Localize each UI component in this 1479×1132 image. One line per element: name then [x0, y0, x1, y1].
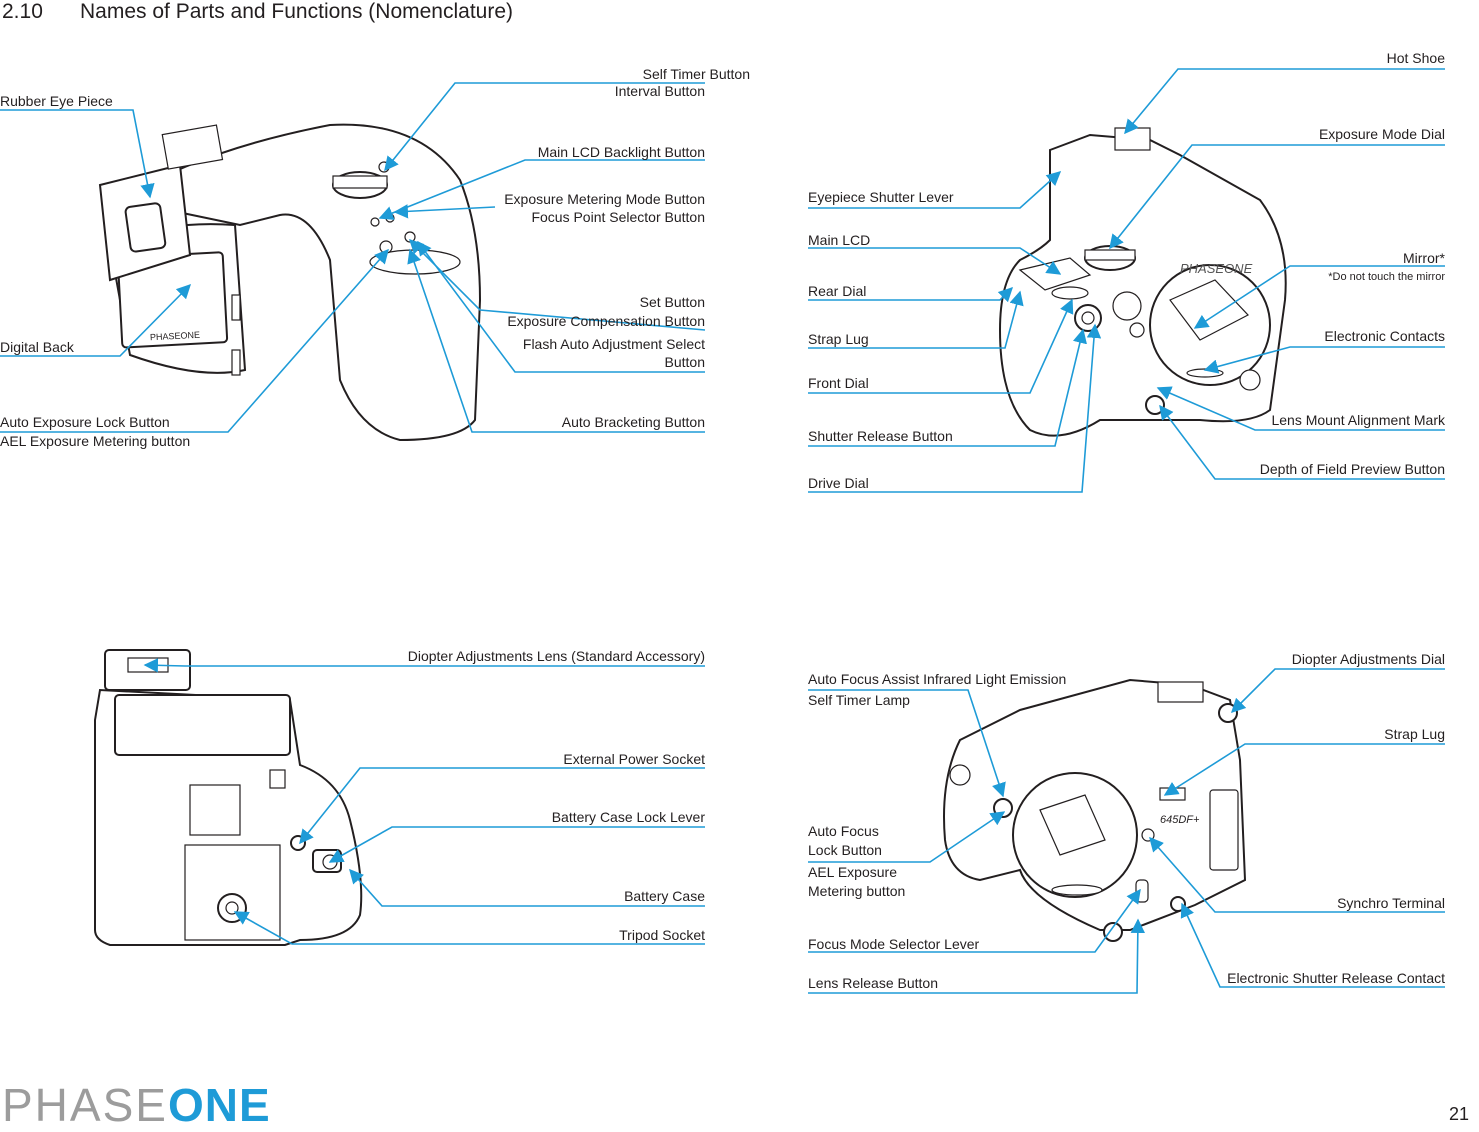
page-number: 21: [1448, 1104, 1469, 1124]
label-diopter-adjustments-lens: Diopter Adjustments Lens (Standard Acces…: [407, 648, 705, 664]
camera-side-view: [943, 678, 1247, 942]
camera-battery-view: [94, 649, 363, 946]
label-tripod-socket: Tripod Socket: [619, 927, 705, 943]
label-mirror-note: *Do not touch the mirror: [1328, 271, 1445, 283]
camera-brand-marking: PHASEONE: [149, 329, 201, 343]
logo-text-bold: ONE: [167, 1079, 271, 1131]
label-main-lcd-backlight-button: Main LCD Backlight Button: [537, 144, 705, 160]
camera-model-marking: 645DF+: [1160, 814, 1200, 826]
label-main-lcd: Main LCD: [808, 232, 871, 248]
label-metering-button: Metering button: [808, 883, 906, 899]
label-hot-shoe: Hot Shoe: [1386, 50, 1445, 66]
label-auto-bracketing-button: Auto Bracketing Button: [561, 414, 705, 430]
logo-text-light: PHASE: [2, 1079, 168, 1131]
label-battery-case: Battery Case: [624, 888, 705, 904]
label-exposure-metering-mode-button: Exposure Metering Mode Button: [504, 191, 705, 207]
label-depth-of-field-preview-button: Depth of Field Preview Button: [1259, 461, 1445, 477]
label-flash-auto-adjustment-select: Flash Auto Adjustment Select: [522, 336, 705, 352]
label-strap-lug: Strap Lug: [808, 331, 869, 347]
section-title: 2.10 Names of Parts and Functions (Nomenc…: [2, 0, 513, 24]
label-rubber-eye-piece: Rubber Eye Piece: [0, 93, 113, 109]
label-auto-focus: Auto Focus: [808, 823, 879, 839]
label-exposure-compensation-button: Exposure Compensation Button: [507, 313, 705, 329]
section-heading: Names of Parts and Functions (Nomenclatu…: [80, 0, 514, 23]
label-auto-focus-assist-infrared: Auto Focus Assist Infrared Light Emissio…: [808, 671, 1067, 687]
label-interval-button: Interval Button: [614, 83, 705, 99]
label-mirror: Mirror*: [1403, 250, 1445, 266]
label-lens-mount-alignment-mark: Lens Mount Alignment Mark: [1271, 412, 1445, 428]
label-eyepiece-shutter-lever: Eyepiece Shutter Lever: [808, 189, 954, 205]
label-flash-auto-adjustment-select-2: Button: [664, 354, 705, 370]
label-battery-case-lock-lever: Battery Case Lock Lever: [551, 809, 705, 825]
label-ael-exposure-metering-button: AEL Exposure Metering button: [0, 433, 191, 449]
label-focus-mode-selector-lever: Focus Mode Selector Lever: [808, 936, 980, 952]
label-synchro-terminal: Synchro Terminal: [1337, 895, 1445, 911]
section-number: 2.10: [2, 0, 43, 23]
label-electronic-contacts: Electronic Contacts: [1324, 328, 1445, 344]
label-strap-lug-2: Strap Lug: [1384, 726, 1445, 742]
label-lens-release-button: Lens Release Button: [808, 975, 938, 991]
label-drive-dial: Drive Dial: [808, 475, 869, 491]
label-focus-point-selector-button: Focus Point Selector Button: [531, 209, 705, 225]
label-external-power-socket: External Power Socket: [563, 751, 705, 767]
label-auto-exposure-lock-button: Auto Exposure Lock Button: [0, 414, 170, 430]
label-self-timer-button: Self Timer Button: [642, 66, 750, 82]
label-exposure-mode-dial: Exposure Mode Dial: [1318, 126, 1445, 142]
leader-lines: [0, 68, 1445, 994]
label-ael-exposure: AEL Exposure: [808, 864, 897, 880]
phaseone-logo: PHASEONE: [2, 1078, 271, 1132]
label-digital-back: Digital Back: [0, 339, 74, 355]
label-lock-button: Lock Button: [808, 842, 882, 858]
label-shutter-release-button: Shutter Release Button: [808, 428, 953, 444]
label-front-dial: Front Dial: [808, 375, 869, 391]
label-rear-dial: Rear Dial: [808, 283, 867, 299]
label-electronic-shutter-release-contact: Electronic Shutter Release Contact: [1227, 970, 1445, 986]
camera-brand-marking-front: PHASEONE: [1180, 261, 1253, 276]
camera-front-view: [998, 127, 1287, 437]
camera-rear-view: [98, 123, 482, 442]
label-self-timer-lamp: Self Timer Lamp: [808, 692, 910, 708]
label-diopter-adjustments-dial: Diopter Adjustments Dial: [1291, 651, 1445, 667]
label-set-button: Set Button: [639, 294, 705, 310]
